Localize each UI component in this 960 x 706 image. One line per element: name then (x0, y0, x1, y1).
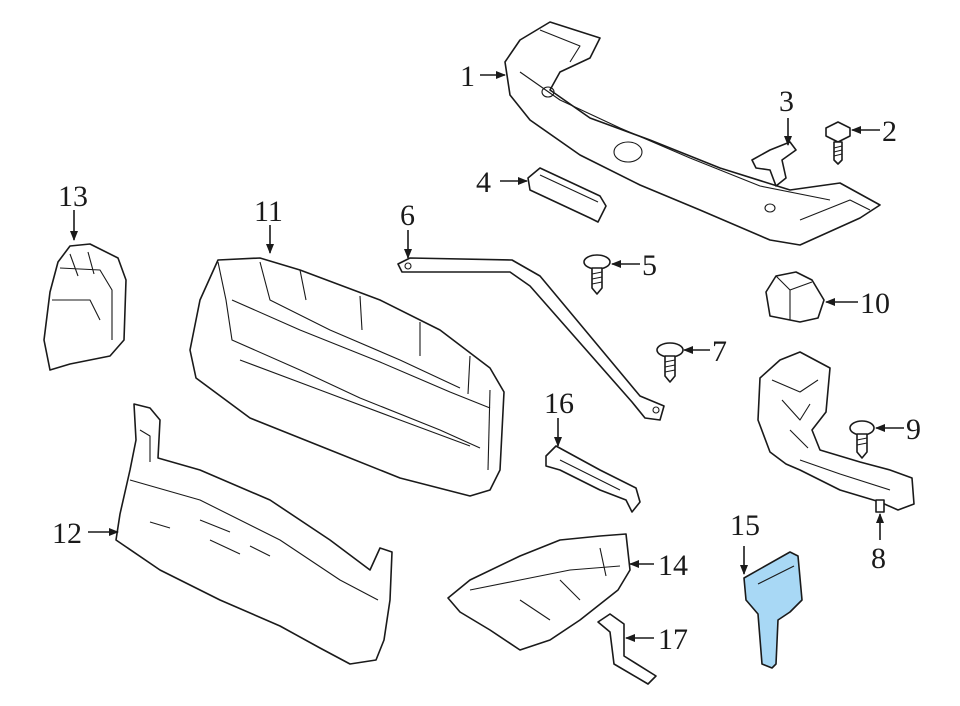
callout-8: 8 (871, 542, 886, 575)
callout-10: 10 (860, 287, 890, 320)
callout-13: 13 (58, 180, 88, 213)
part-16-rail (545, 445, 641, 513)
part-9-screw (849, 420, 875, 459)
callout-12: 12 (52, 517, 82, 550)
callout-1: 1 (460, 60, 475, 93)
part-2-bolt (825, 121, 851, 165)
part-5-screw (583, 254, 611, 295)
part-15-highlighted-panel (743, 551, 803, 669)
part-4-slide (527, 167, 607, 223)
part-10-clip (765, 271, 825, 323)
part-3-bracket (751, 141, 797, 187)
callout-arrows (70, 71, 904, 642)
part-7-screw (656, 342, 684, 383)
callout-2: 2 (882, 115, 897, 148)
part-14-air-duct (447, 533, 631, 651)
callout-17: 17 (658, 623, 688, 656)
part-17-clip (597, 613, 657, 685)
callout-7: 7 (712, 335, 727, 368)
callout-6: 6 (400, 199, 415, 232)
callout-16: 16 (544, 387, 574, 420)
callout-3: 3 (779, 85, 794, 118)
callout-9: 9 (906, 413, 921, 446)
callout-4: 4 (476, 166, 491, 199)
callout-11: 11 (254, 195, 283, 228)
part-11-frame (189, 257, 505, 497)
part-12-deflector (115, 403, 393, 665)
part-6-stay-rod (397, 257, 665, 421)
callout-5: 5 (642, 249, 657, 282)
part-13-side-duct (43, 243, 127, 371)
part-1-upper-support (504, 21, 881, 246)
callout-14: 14 (658, 549, 688, 582)
callout-15: 15 (730, 509, 760, 542)
part-8-side-bracket (757, 351, 915, 513)
